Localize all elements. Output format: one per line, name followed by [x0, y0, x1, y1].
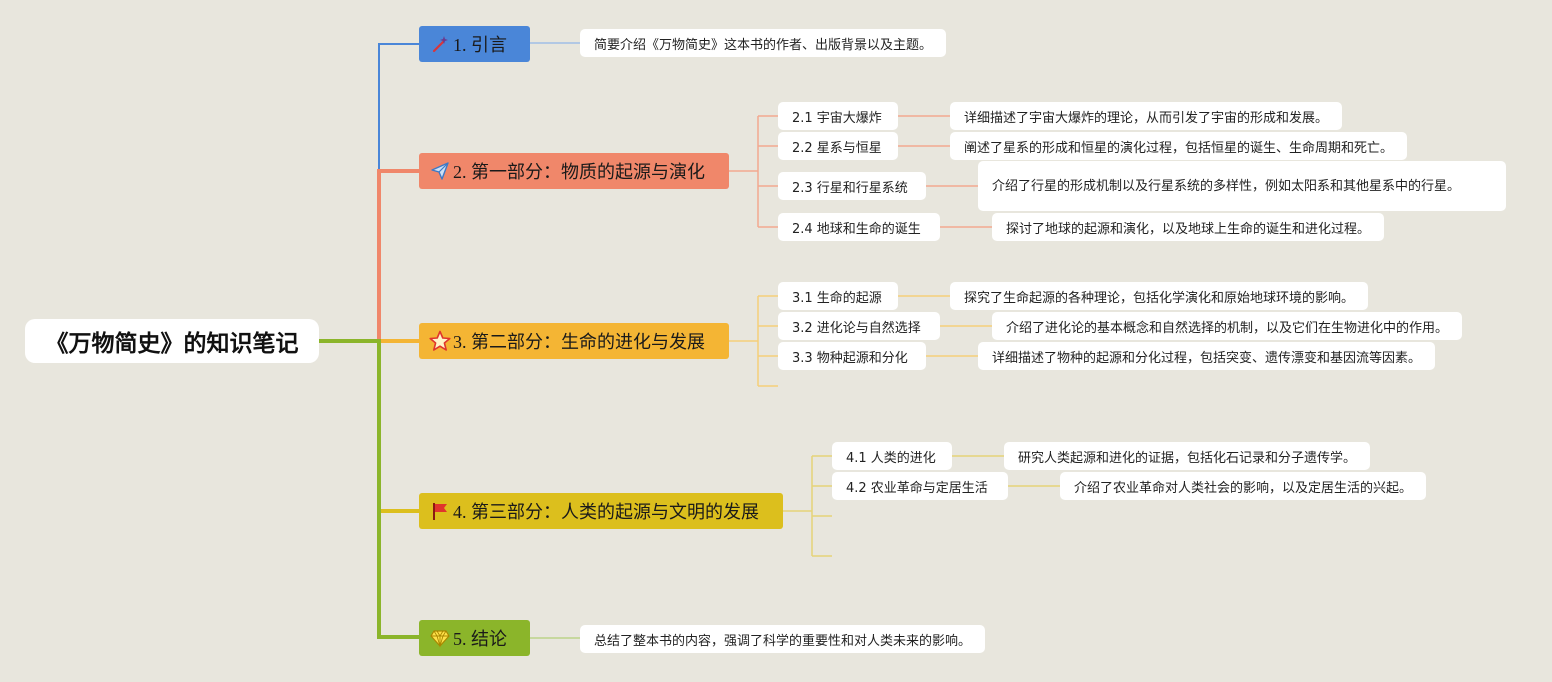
connector-b4-children	[783, 455, 832, 557]
subtopic-2-2[interactable]: 2.2 星系与恒星	[778, 132, 898, 160]
branch-label: 1. 引言	[453, 35, 507, 55]
star-icon	[429, 330, 451, 352]
subtopic-4-2[interactable]: 4.2 农业革命与定居生活	[832, 472, 1008, 500]
note-3-3[interactable]: 详细描述了物种的起源和分化过程，包括突变、遗传漂变和基因流等因素。	[978, 342, 1436, 370]
branch-part-three[interactable]: 4. 第三部分：人类的起源与文明的发展	[419, 493, 783, 529]
branch-label: 2. 第一部分：物质的起源与演化	[453, 162, 705, 182]
note-conclusion[interactable]: 总结了整本书的内容，强调了科学的重要性和对人类未来的影响。	[580, 625, 986, 653]
subtopic-3-3[interactable]: 3.3 物种起源和分化	[778, 342, 926, 370]
branch-label: 5. 结论	[453, 629, 507, 649]
connector-b2-notes	[898, 115, 992, 228]
paper-plane-icon	[429, 160, 451, 182]
diamond-icon	[429, 627, 451, 649]
note-4-1[interactable]: 研究人类起源和进化的证据，包括化石记录和分子遗传学。	[1004, 442, 1371, 470]
subtopic-2-4[interactable]: 2.4 地球和生命的诞生	[778, 213, 940, 241]
subtopic-3-1[interactable]: 3.1 生命的起源	[778, 282, 898, 310]
connector-b4-notes	[952, 455, 1060, 487]
note-2-4[interactable]: 探讨了地球的起源和演化，以及地球上生命的诞生和进化过程。	[992, 213, 1385, 241]
branch-label: 3. 第二部分：生命的进化与发展	[453, 332, 705, 352]
connector-b3-notes	[898, 295, 992, 357]
connector-b3-children	[729, 295, 778, 387]
connector-root-b5	[317, 339, 421, 639]
connector-root-b2	[317, 169, 421, 343]
connector-root-b1	[318, 43, 420, 342]
subtopic-4-1[interactable]: 4.1 人类的进化	[832, 442, 952, 470]
subtopic-3-2[interactable]: 3.2 进化论与自然选择	[778, 312, 940, 340]
connector-root-b4	[317, 339, 421, 513]
note-4-2[interactable]: 介绍了农业革命对人类社会的影响，以及定居生活的兴起。	[1060, 472, 1427, 500]
branch-conclusion[interactable]: 5. 结论	[419, 620, 530, 656]
branch-label: 4. 第三部分：人类的起源与文明的发展	[453, 502, 759, 522]
branch-introduction[interactable]: 1. 引言	[419, 26, 530, 62]
note-2-1[interactable]: 详细描述了宇宙大爆炸的理论，从而引发了宇宙的形成和发展。	[950, 102, 1343, 130]
note-2-3[interactable]: 介绍了行星的形成机制以及行星系统的多样性，例如太阳系和其他星系中的行星。	[978, 161, 1506, 211]
note-3-1[interactable]: 探究了生命起源的各种理论，包括化学演化和原始地球环境的影响。	[950, 282, 1369, 310]
note-introduction[interactable]: 简要介绍《万物简史》这本书的作者、出版背景以及主题。	[580, 29, 947, 57]
root-topic[interactable]: 《万物简史》的知识笔记	[25, 319, 319, 363]
note-2-2[interactable]: 阐述了星系的形成和恒星的演化过程，包括恒星的诞生、生命周期和死亡。	[950, 132, 1408, 160]
note-3-2[interactable]: 介绍了进化论的基本概念和自然选择的机制，以及它们在生物进化中的作用。	[992, 312, 1463, 340]
branch-part-one[interactable]: 2. 第一部分：物质的起源与演化	[419, 153, 729, 189]
branch-part-two[interactable]: 3. 第二部分：生命的进化与发展	[419, 323, 729, 359]
subtopic-2-3[interactable]: 2.3 行星和行星系统	[778, 172, 926, 200]
subtopic-2-1[interactable]: 2.1 宇宙大爆炸	[778, 102, 898, 130]
connector-b2-children	[729, 115, 778, 228]
flag-icon	[429, 500, 451, 522]
magic-wand-icon	[429, 33, 451, 55]
